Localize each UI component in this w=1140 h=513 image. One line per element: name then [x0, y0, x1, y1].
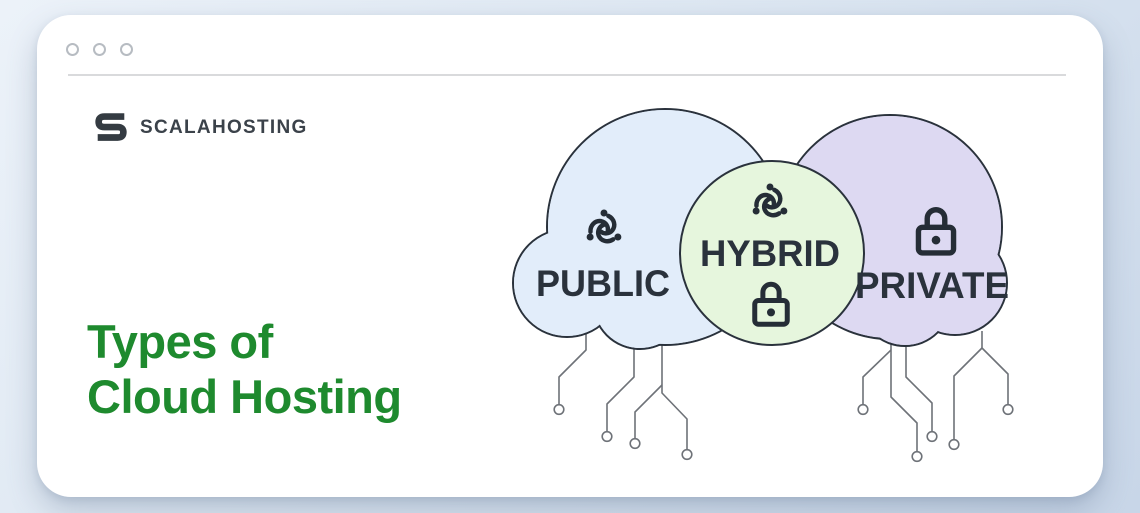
circle-hybrid [679, 160, 865, 346]
page-title: Types of Cloud Hosting [87, 314, 402, 424]
cloud-label-hybrid: HYBRID [700, 233, 840, 274]
cloud-label-private: PRIVATE [855, 265, 1009, 306]
window-controls [66, 43, 133, 56]
page-title-line2: Cloud Hosting [87, 370, 402, 423]
window-control-dot-icon [120, 43, 133, 56]
brand-name: SCALAHOSTING [140, 117, 308, 138]
circuit-node-icons [553, 403, 1014, 463]
circuit-traces [553, 328, 1014, 463]
brand-logo: SCALAHOSTING [92, 109, 308, 147]
cloud-hosting-diagram: PUBLIC HYBRID PRIVATE [512, 108, 1014, 463]
header-divider [68, 74, 1066, 76]
scalahosting-s-icon [95, 113, 127, 141]
window-control-dot-icon [93, 43, 106, 56]
browser-window: SCALAHOSTING Types of Cloud Hosting [37, 15, 1103, 497]
page-title-line1: Types of [87, 315, 273, 368]
cloud-label-public: PUBLIC [536, 263, 670, 304]
window-control-dot-icon [66, 43, 79, 56]
